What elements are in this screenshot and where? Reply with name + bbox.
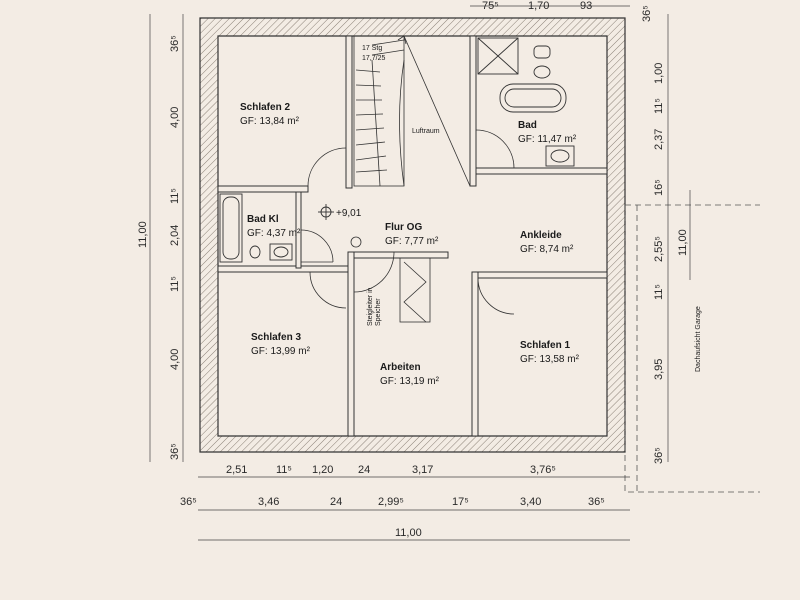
steigleiter-label-2: Speicher (375, 298, 382, 326)
outer-walls (199, 17, 626, 453)
dims-bottom-1: 2,51 11⁵ 1,20 24 3,17 3,76⁵ (226, 464, 556, 476)
room-area-bad-kl: GF: 4,37 m² (247, 228, 301, 239)
dim-b2-3: 24 (330, 496, 342, 508)
room-area-schlafen-3: GF: 13,99 m² (251, 346, 311, 357)
dim-right-3: 2,37 (653, 129, 665, 150)
dims-top: 75⁵ 1,70 93 36⁵ (482, 0, 653, 22)
dim-bottom-total: 11,00 (395, 527, 422, 539)
room-area-flur: GF: 7,77 m² (385, 236, 439, 247)
dim-b2-4: 2,99⁵ (378, 496, 404, 508)
dim-top-4: 36⁵ (641, 5, 653, 22)
dim-b1-4: 24 (358, 464, 370, 476)
dim-right-5: 2,55⁵ (653, 236, 665, 262)
dim-left-5: 11⁵ (169, 276, 181, 292)
level-label: +9,01 (336, 208, 362, 219)
dims-bottom-2: 36⁵ 3,46 24 2,99⁵ 17⁵ 3,40 36⁵ (180, 496, 605, 508)
garage-outline (624, 204, 760, 493)
dim-left-4: 2,04 (169, 225, 181, 246)
dim-right-1: 1,00 (653, 63, 665, 84)
dim-right-7: 3,95 (653, 359, 665, 380)
room-area-schlafen-1: GF: 13,58 m² (520, 354, 580, 365)
steigleiter-label-1: Steigleiter in (367, 287, 374, 326)
dim-left-3: 11⁵ (169, 188, 181, 204)
dim-b1-5: 3,17 (412, 464, 433, 476)
small-bath-fixtures (219, 193, 293, 263)
dim-b2-5: 17⁵ (452, 496, 469, 508)
dim-right-2: 11⁵ (653, 98, 665, 114)
dim-top-1: 75⁵ (482, 0, 499, 12)
bathroom-fixtures (477, 37, 575, 167)
room-area-arbeiten: GF: 13,19 m² (380, 376, 440, 387)
room-name-flur: Flur OG (385, 222, 422, 233)
staircase (353, 35, 471, 187)
room-name-arbeiten: Arbeiten (380, 362, 421, 373)
stair-steps-label: 17 Stg (362, 45, 382, 52)
dim-left-7: 36⁵ (169, 443, 181, 460)
dim-b2-1: 36⁵ (180, 496, 197, 508)
dims-left: 36⁵ 4,00 11⁵ 2,04 11⁵ 4,00 36⁵ 11,00 (137, 35, 181, 460)
dim-b1-1: 2,51 (226, 464, 247, 476)
dimension-lines (149, 5, 691, 541)
dim-b1-6: 3,76⁵ (530, 464, 556, 476)
room-area-ankleide: GF: 8,74 m² (520, 244, 574, 255)
dim-top-2: 1,70 (528, 0, 549, 12)
garage-label: Dachaufsicht Garage (695, 306, 702, 372)
dim-b2-2: 3,46 (258, 496, 279, 508)
dim-left-1: 36⁵ (169, 35, 181, 52)
dim-top-3: 93 (580, 0, 592, 12)
dim-left-total: 11,00 (137, 221, 149, 248)
dim-b2-6: 3,40 (520, 496, 541, 508)
dim-right-8: 36⁵ (653, 447, 665, 464)
room-area-schlafen-2: GF: 13,84 m² (240, 116, 300, 127)
dim-b1-2: 11⁵ (276, 464, 292, 476)
dim-b2-7: 36⁵ (588, 496, 605, 508)
room-area-bad: GF: 11,47 m² (518, 134, 577, 145)
stair-ratio-label: 17,7/25 (362, 55, 385, 62)
room-name-schlafen-3: Schlafen 3 (251, 332, 301, 343)
luftraum-label: Luftraum (412, 128, 440, 135)
room-name-schlafen-1: Schlafen 1 (520, 340, 570, 351)
dim-right-4: 16⁵ (653, 179, 665, 196)
dim-left-6: 4,00 (169, 349, 181, 370)
level-marker (318, 204, 334, 220)
room-name-ankleide: Ankleide (520, 230, 562, 241)
dims-right: 1,00 11⁵ 2,37 16⁵ 2,55⁵ 11⁵ 3,95 36⁵ 11,… (653, 63, 689, 464)
dim-right-6: 11⁵ (653, 284, 665, 300)
dim-left-2: 4,00 (169, 107, 181, 128)
dim-b1-3: 1,20 (312, 464, 333, 476)
dim-right-total: 11,00 (677, 229, 689, 256)
room-name-schlafen-2: Schlafen 2 (240, 102, 290, 113)
doors (300, 129, 515, 323)
room-name-bad-kl: Bad Kl (247, 214, 279, 225)
room-name-bad: Bad (518, 120, 537, 131)
room-labels: Schlafen 2 GF: 13,84 m² Bad GF: 11,47 m²… (240, 45, 580, 387)
